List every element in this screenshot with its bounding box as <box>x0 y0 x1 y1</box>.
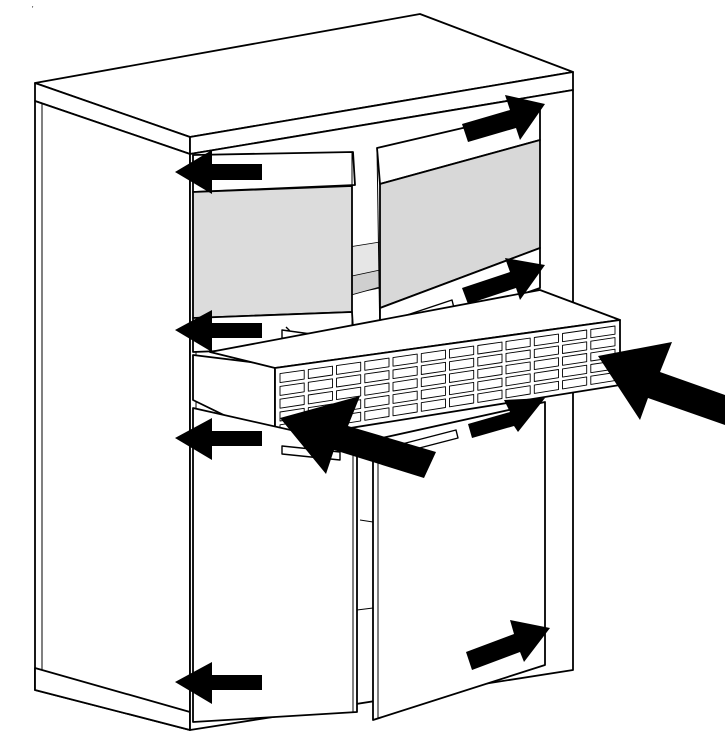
drawer-compartment <box>392 365 418 380</box>
upper-left-door <box>192 151 356 353</box>
interior-divider <box>359 519 374 523</box>
drawer-compartment <box>505 373 531 387</box>
drawer-compartment <box>533 345 559 359</box>
arrow-large-drawer-left <box>280 396 436 478</box>
drawer-compartment <box>449 357 475 371</box>
arrow-lower-right <box>466 620 550 670</box>
drawer-compartment <box>364 407 390 421</box>
drawer-compartment <box>533 369 559 382</box>
drawer-compartment <box>364 382 390 396</box>
drawer-compartment <box>590 337 616 350</box>
drawer-compartment <box>449 345 475 359</box>
drawer-compartment <box>392 390 418 404</box>
drawer-compartment <box>279 382 305 396</box>
drawer-compartment <box>449 394 475 408</box>
drawer-compartment <box>279 395 305 409</box>
arrow-left-2 <box>175 310 262 352</box>
drawer-compartment <box>449 381 475 396</box>
drawer-compartment <box>533 357 559 371</box>
drawer-compartment <box>477 353 503 367</box>
drawer-compartment <box>449 369 475 383</box>
upper-right-door-edge <box>376 147 381 345</box>
drawer-compartment <box>279 369 305 384</box>
drawer-compartment <box>392 353 418 367</box>
drawer-compartment <box>336 386 362 401</box>
interior-shelf-lower <box>356 607 374 611</box>
drawer-compartment <box>505 337 531 351</box>
drawer-compartment <box>420 386 446 400</box>
drawer-compartment <box>562 341 588 354</box>
drawer-compartment <box>307 378 333 392</box>
drawer-compartment <box>477 365 503 379</box>
drawer-compartment <box>420 398 446 412</box>
drawer-compartment <box>392 402 418 417</box>
drawer-compartment <box>562 353 588 366</box>
drawer-compartment <box>420 374 446 388</box>
drawer-compartment <box>505 349 531 363</box>
drawer-compartment <box>307 365 333 379</box>
drawer-compartment <box>336 361 362 375</box>
arrow-middle-right <box>468 398 545 438</box>
drawer-compartment <box>562 376 588 390</box>
upper-left-door-glass <box>192 185 353 319</box>
arrow-left-3 <box>175 418 262 460</box>
drawer-compartment <box>505 361 531 375</box>
drawer-compartment <box>392 378 418 392</box>
corner-mark: ′ <box>32 6 34 13</box>
drawer-compartment <box>505 385 531 399</box>
drawer-compartment <box>307 390 333 405</box>
drawer-compartment <box>336 374 362 388</box>
cabinet-left-side <box>34 100 191 731</box>
arrow-left-4 <box>175 662 262 704</box>
drawer-compartment <box>364 357 390 371</box>
arrow-large-drawer-right <box>598 342 725 425</box>
drawer-compartment <box>364 394 390 409</box>
arrows <box>175 95 725 704</box>
arrow-upper-right-1 <box>462 95 545 142</box>
drawer-compartment <box>533 380 559 394</box>
drawer-compartment <box>562 364 588 378</box>
drawer-compartment <box>420 349 446 363</box>
drawer-compartment <box>420 361 446 375</box>
drawer-compartment <box>562 329 588 343</box>
drawer-compartment <box>477 389 503 403</box>
drawer-compartment <box>364 370 390 384</box>
drawer-compartment <box>477 377 503 391</box>
drawer-compartment <box>533 333 559 347</box>
arrow-upper-right-2 <box>462 258 545 304</box>
arrow-left-1 <box>175 150 262 194</box>
drawer-compartment <box>590 325 616 339</box>
drawer-compartment <box>477 341 503 355</box>
